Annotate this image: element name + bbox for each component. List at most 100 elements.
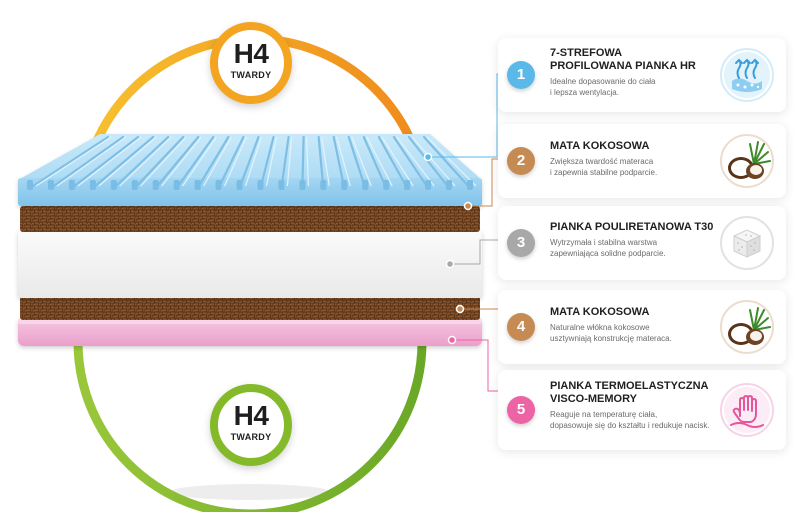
layer-number-badge: 4 <box>507 313 535 341</box>
foam-ridge-highlight <box>381 136 414 187</box>
foam-notch <box>362 180 369 190</box>
foam-ridge-highlight <box>56 136 127 187</box>
hardness-label: TWARDY <box>230 70 272 80</box>
foam-ridge <box>70 135 140 190</box>
foam-ridge-highlight <box>224 136 247 187</box>
foam-ridge-highlight <box>306 136 309 187</box>
foam-ridge-highlight <box>426 136 477 187</box>
foam-ridge <box>91 135 155 190</box>
layer-number-badge: 2 <box>507 147 535 175</box>
foam-notch <box>341 180 348 190</box>
hardness-grade: H4 <box>233 400 269 431</box>
layer-number-badge: 3 <box>507 229 535 257</box>
foam-ridge-highlight <box>203 136 232 187</box>
foam-ridge <box>28 135 110 190</box>
foam-notch <box>236 180 243 190</box>
ventilation-foam-icon <box>720 48 774 102</box>
foam-ridge <box>49 135 125 190</box>
foam-notch <box>110 180 117 190</box>
foam-notch <box>68 180 75 190</box>
foam-notch <box>299 180 306 190</box>
layer-card-5: 5 PIANKA TERMOELASTYCZNA VISCO-MEMORY Re… <box>498 370 786 450</box>
layer-description: Wytrzymała i stabilna warstwa zapewniają… <box>550 238 666 258</box>
foam-ridge <box>301 135 305 190</box>
layer-card-2: 2 MATA KOKOSOWA Zwiększa twardość matera… <box>498 124 786 198</box>
hand-memory-icon <box>720 383 774 437</box>
foam-ridge <box>362 135 388 190</box>
foam-ridge-highlight <box>98 136 157 187</box>
layer-coconut-bottom <box>20 296 480 320</box>
foam-ridge-highlight <box>286 136 293 187</box>
foam-ridge <box>347 135 367 190</box>
layer-card-1: 1 7-STREFOWA PROFILOWANA PIANKA HR Ideal… <box>498 38 786 112</box>
foam-notch <box>194 180 201 190</box>
foam-notch <box>152 180 159 190</box>
layer-description: Idealne dopasowanie do ciała i lepsza we… <box>550 77 656 97</box>
foam-ridge <box>259 135 275 190</box>
coconut-icon <box>720 300 774 354</box>
layer-hr-foam <box>18 134 482 206</box>
foam-ridge-highlight <box>119 136 172 187</box>
layer-number-badge: 1 <box>507 61 535 89</box>
layer-coconut-top <box>20 206 480 232</box>
layer-title: MATA KOKOSOWA <box>550 140 650 152</box>
foam-ridge-highlight <box>265 136 278 187</box>
layer-title: 7-STREFOWA PROFILOWANA PIANKA HR <box>550 47 696 72</box>
foam-notch <box>404 180 411 190</box>
foam-notch <box>47 180 54 190</box>
coconut-icon <box>720 134 774 188</box>
foam-ridge <box>377 135 409 190</box>
foam-ridge <box>112 135 170 190</box>
foam-ridge <box>317 135 325 190</box>
foam-notch <box>215 180 222 190</box>
layer-visco-memory <box>18 318 482 346</box>
hardness-label: TWARDY <box>230 432 272 442</box>
foam-ridge <box>154 135 200 190</box>
layer-title: PIANKA TERMOELASTYCZNA VISCO-MEMORY <box>550 380 709 405</box>
foam-notch <box>467 180 473 190</box>
layer-title: MATA KOKOSOWA <box>550 306 650 318</box>
foam-ridge-highlight <box>140 136 187 187</box>
foam-ridge <box>196 135 230 190</box>
connector-dots <box>423 152 473 345</box>
layer-card-3: 3 PIANKA POULIRETANOWA T30 Wytrzymała i … <box>498 206 786 280</box>
foam-ridge-highlight <box>35 136 112 187</box>
foam-ridge <box>422 135 472 190</box>
layer-card-4: 4 MATA KOKOSOWA Naturalne włókna kokosow… <box>498 290 786 364</box>
layer-title: PIANKA POULIRETANOWA T30 <box>550 221 714 233</box>
foam-ridge-highlight <box>336 136 351 187</box>
layer-polyurethane <box>18 230 482 298</box>
foam-notch <box>425 180 432 190</box>
foam-ridge <box>280 135 290 190</box>
hardness-badge-top: H4 TWARDY <box>210 22 292 104</box>
foam-notch <box>89 180 96 190</box>
layer-description: Reaguje na temperaturę ciała, dopasowuje… <box>550 410 710 430</box>
foam-ridge <box>392 135 430 190</box>
foam-notch <box>131 180 138 190</box>
foam-cube-icon <box>720 216 774 270</box>
foam-ridge <box>407 135 451 190</box>
foam-ridge <box>133 135 185 190</box>
foam-ridge-highlight <box>351 136 372 187</box>
foam-ridge <box>217 135 245 190</box>
foam-ridge-highlight <box>77 136 142 187</box>
foam-ridge-highlight <box>396 136 435 187</box>
foam-ridge-highlight <box>161 136 202 187</box>
foam-notch <box>278 180 285 190</box>
layer-description: Zwiększa twardość materaca i zapewnia st… <box>550 157 658 177</box>
hardness-grade: H4 <box>233 38 269 69</box>
foam-ridge-highlight <box>182 136 217 187</box>
foam-ridge-highlight <box>366 136 393 187</box>
foam-notch <box>320 180 327 190</box>
foam-notch <box>257 180 264 190</box>
foam-ridge-highlight <box>244 136 263 187</box>
hardness-badge-bottom: H4 TWARDY <box>210 384 292 466</box>
bottom-ring <box>73 337 427 512</box>
foam-notch <box>173 180 180 190</box>
foam-notch <box>383 180 390 190</box>
foam-notch <box>446 180 453 190</box>
ground-shadow <box>170 484 330 500</box>
foam-notch <box>27 180 33 190</box>
foam-ridge <box>175 135 215 190</box>
